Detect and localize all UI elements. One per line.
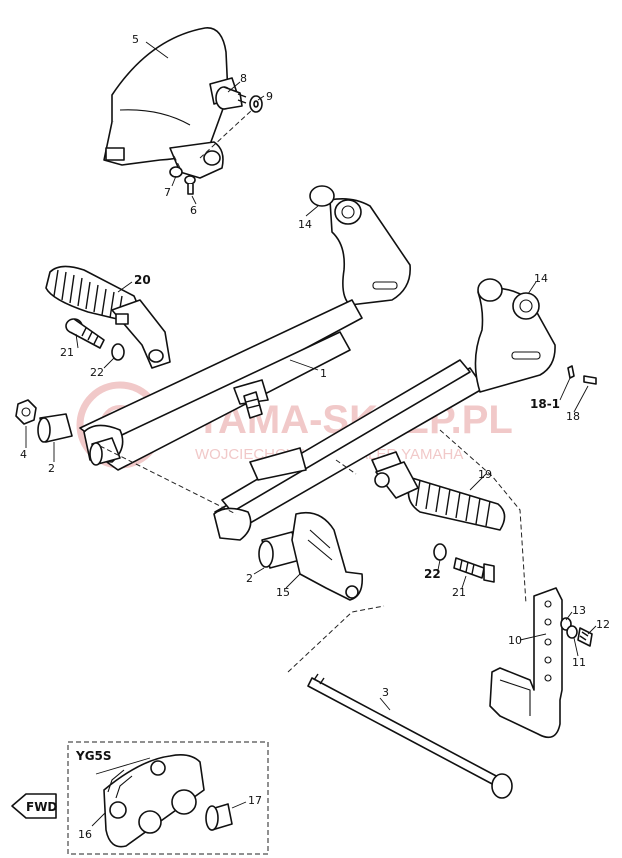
bushing-part-2-left [37,413,121,466]
washer-part-22-left [111,343,125,361]
callout-9: 9 [266,90,273,103]
stopper-part-15 [291,511,364,601]
bolt-part-21-right [453,557,495,583]
callout-10: 10 [508,634,522,647]
callout-16: 16 [78,828,92,841]
callout-19: 19 [478,468,492,481]
callout-12: 12 [596,618,610,631]
footrest-part-19 [374,461,506,531]
cap-part-17 [205,803,233,831]
bolt-part-21-left [65,318,105,349]
footrest-part-20 [45,265,171,369]
callout-14-left: 14 [298,218,312,231]
inset-model-label: YG5S [75,749,112,763]
callout-17: 17 [248,794,262,807]
callout-18-1: 18-1 [530,397,560,411]
bolt-part-12 [577,627,593,647]
leader-lines [25,41,597,827]
callout-20: 20 [134,273,151,287]
callout-8: 8 [240,72,247,85]
callout-3: 3 [382,686,389,699]
callout-22-right: 22 [424,567,441,581]
callout-labels: 1 2 2 3 4 5 6 7 8 9 10 11 12 13 14 14 15… [20,33,610,841]
callout-2-left: 2 [48,462,55,475]
callout-11: 11 [572,656,586,669]
callout-18: 18 [566,410,580,423]
bushing-part-14-right [477,278,540,320]
bolt-part-8 [215,86,247,110]
callout-7: 7 [164,186,171,199]
washer-part-22-right [433,543,447,561]
callout-15: 15 [276,586,290,599]
callout-5: 5 [132,33,139,46]
bracket-part-10 [489,587,563,739]
callout-4: 4 [20,448,27,461]
nut-part-4 [15,399,37,425]
pin-part-18 [567,365,597,385]
callout-1: 1 [320,367,327,380]
forward-arrow: FWD [11,793,57,819]
inset-panel [67,741,269,855]
nut-part-7 [169,166,183,178]
callout-14-right: 14 [534,272,548,285]
washer-part-9 [249,95,263,113]
shaft-part-3 [307,673,513,799]
callout-2-lower: 2 [246,572,253,585]
bolt-part-6 [184,175,196,195]
callout-22-left: 22 [90,366,104,379]
bushing-part-14-left [309,185,362,225]
callout-6: 6 [190,204,197,217]
forward-arrow-label: FWD [26,800,57,814]
callout-21-left: 21 [60,346,74,359]
callout-13: 13 [572,604,586,617]
washer-part-11 [566,625,578,639]
assembly-lines [99,109,527,673]
callout-21-right: 21 [452,586,466,599]
